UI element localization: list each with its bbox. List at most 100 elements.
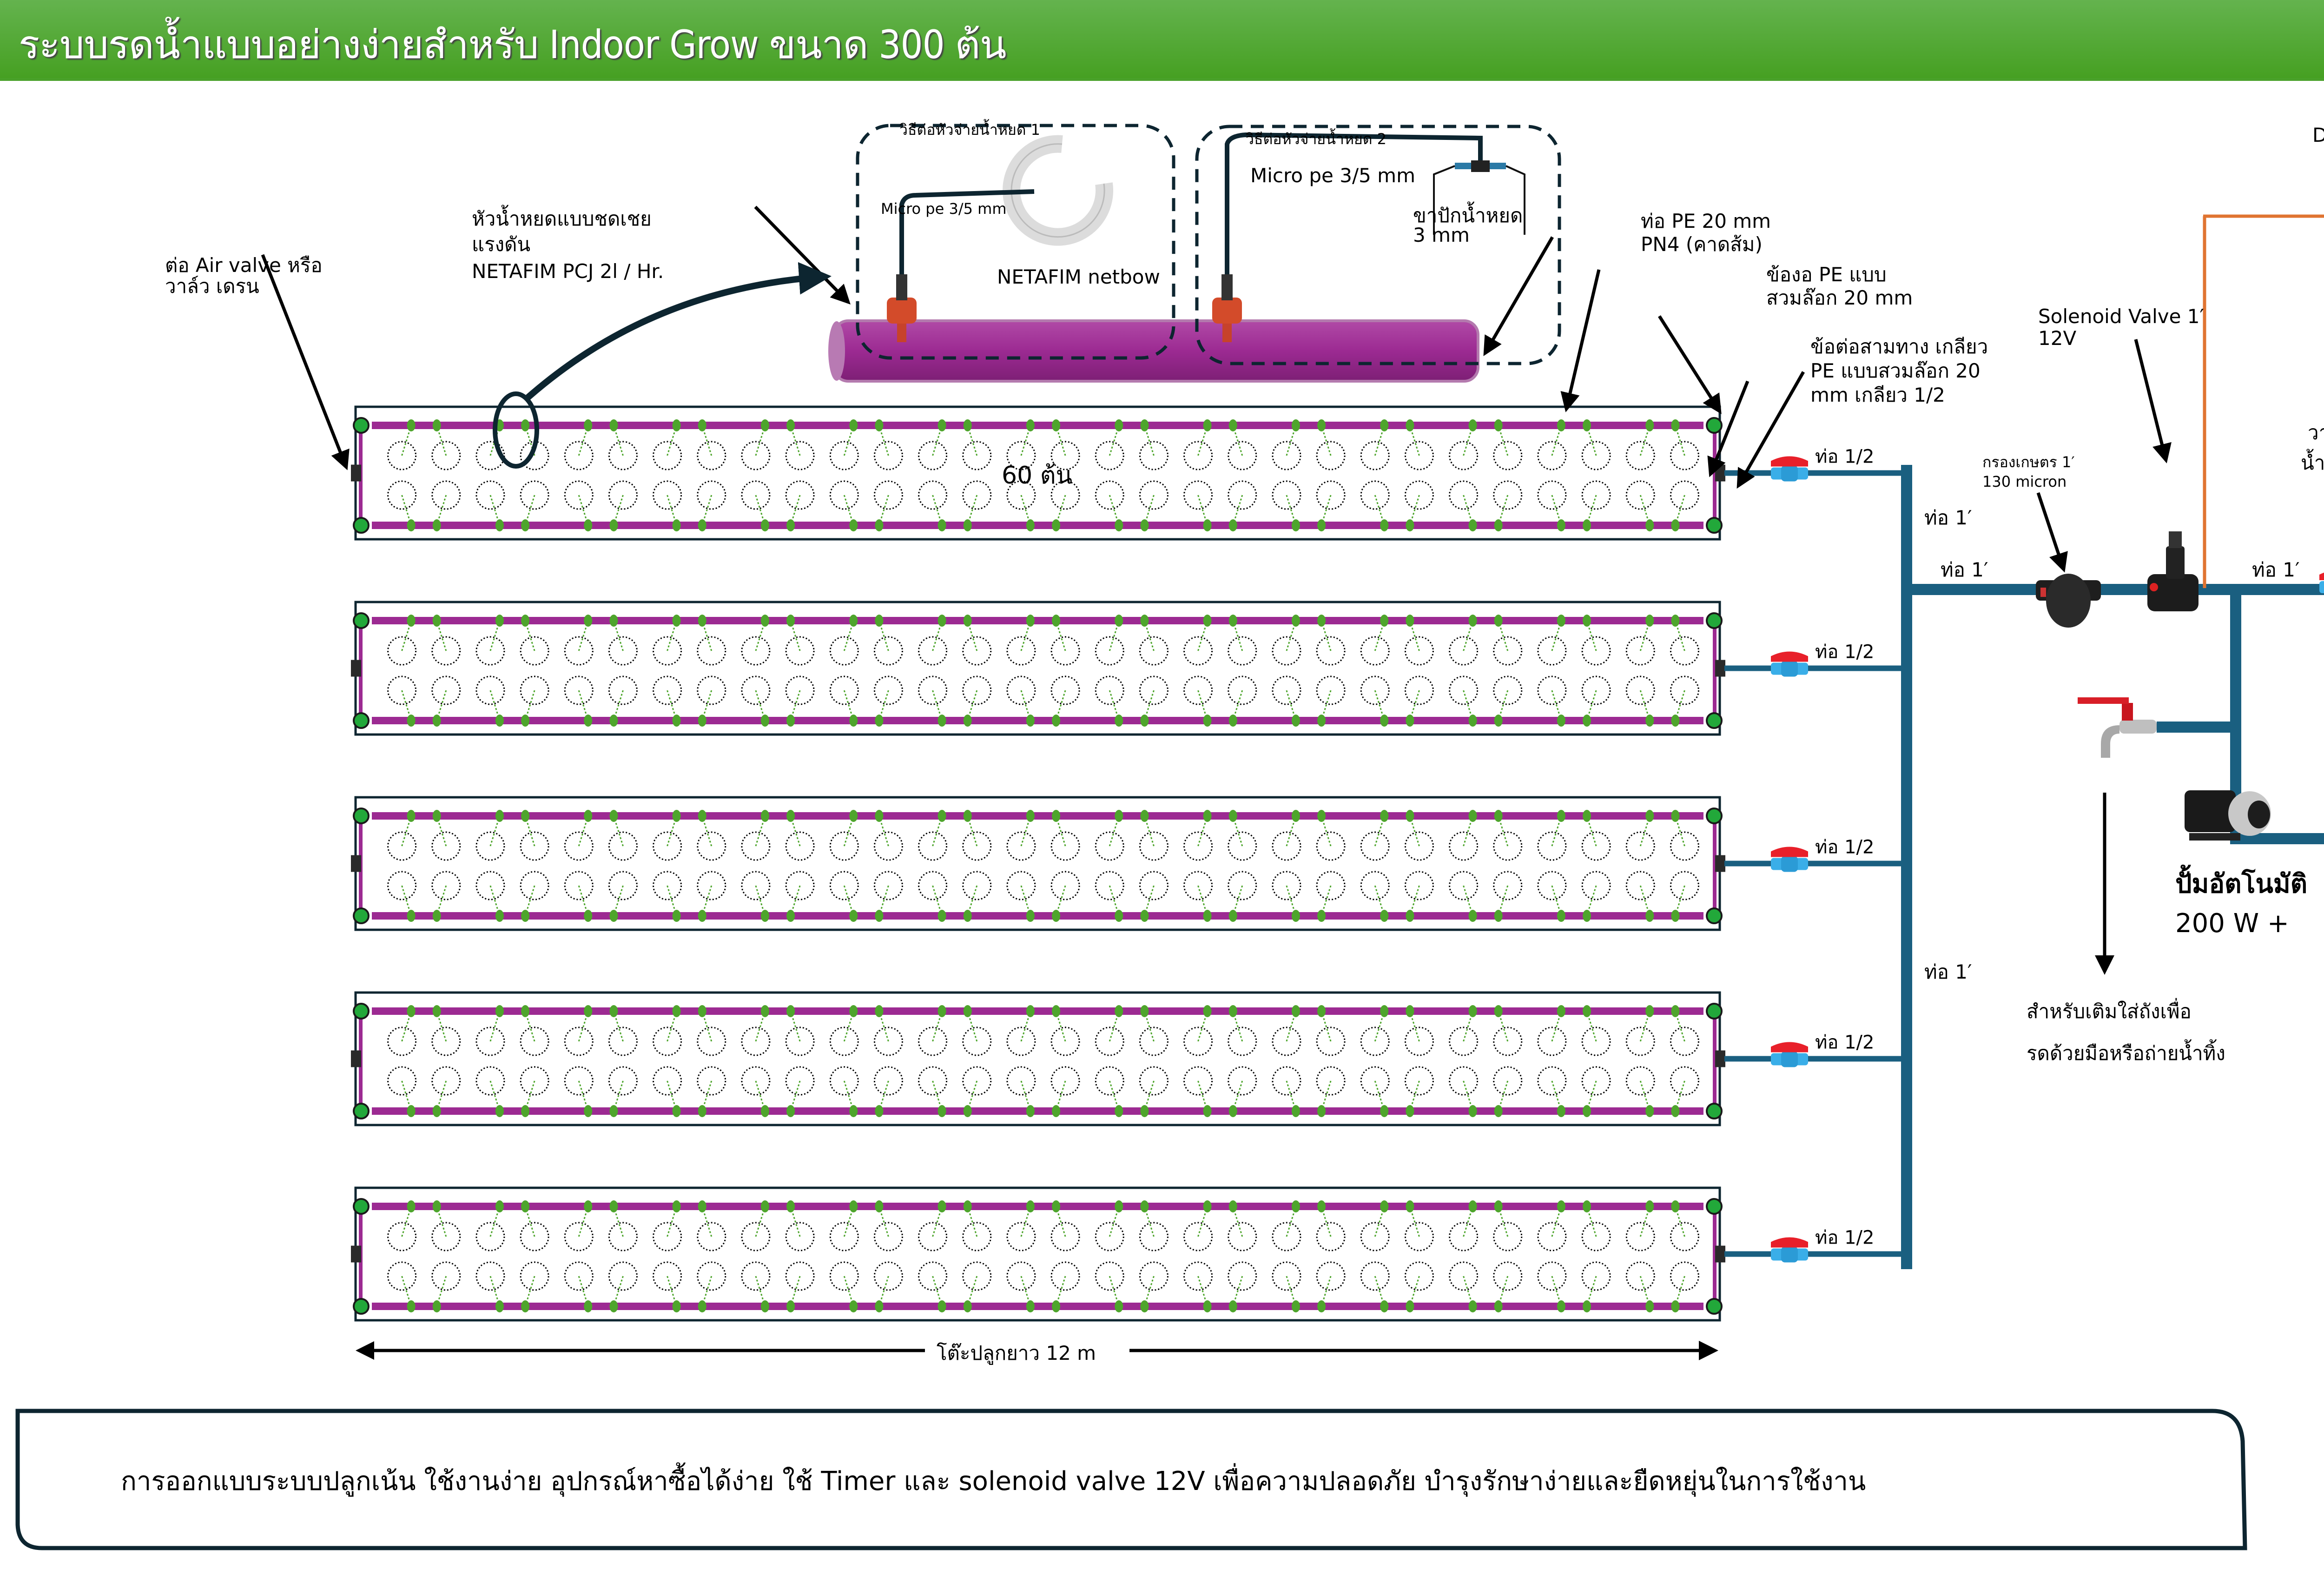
plant-pot [1095, 871, 1124, 900]
branch-ball-valve[interactable] [1771, 651, 1808, 677]
plant-pot [653, 1066, 682, 1096]
dripper-emitter [1317, 715, 1326, 727]
drip-line-top [372, 1203, 1703, 1210]
dripper-emitter [760, 615, 769, 627]
dripper-emitter [1026, 910, 1035, 922]
branch-ball-valve[interactable] [1771, 1237, 1808, 1263]
dripper-emitter [1406, 1300, 1414, 1312]
dripper-emitter [1671, 419, 1680, 431]
plant-pot [1050, 1222, 1080, 1251]
dripper-emitter [1494, 1105, 1503, 1117]
plant-pot [564, 831, 594, 861]
dripper-emitter [1380, 715, 1389, 727]
plant-pot [1360, 441, 1390, 470]
dripper-emitter [1291, 519, 1300, 531]
plant-pot [697, 1261, 726, 1291]
dripper-emitter [1026, 1005, 1035, 1017]
dripper-emitter [1026, 1200, 1035, 1212]
drip-line-top [372, 1007, 1703, 1015]
disc-filter-icon[interactable] [2036, 574, 2101, 628]
circulate-ball-valve[interactable] [2319, 570, 2324, 595]
plant-pot [564, 1222, 594, 1251]
dripper-emitter [1317, 519, 1326, 531]
dripper-emitter [1380, 1105, 1389, 1117]
pe-tee-fitting [351, 464, 361, 482]
plant-pot [520, 871, 549, 900]
dripper-emitter [495, 615, 504, 627]
dripper-emitter [432, 519, 441, 531]
solenoid-valve-icon[interactable] [2147, 531, 2199, 611]
auto-pump-icon[interactable] [2185, 790, 2271, 841]
plant-pot [1006, 1261, 1036, 1291]
dripper-emitter [786, 615, 795, 627]
plant-pot [785, 636, 815, 666]
dripper-emitter [698, 519, 706, 531]
dripper-emitter [1052, 615, 1061, 627]
dripper-emitter [1583, 810, 1591, 822]
plant-pot [1316, 831, 1346, 861]
plant-pot [1449, 480, 1479, 510]
plant-pot [653, 636, 682, 666]
dripper-emitter [584, 1200, 593, 1212]
branch-ball-valve[interactable] [1771, 847, 1808, 872]
dripper-emitter [1645, 1300, 1654, 1312]
dripper-emitter [1291, 1300, 1300, 1312]
plant-pot [1581, 480, 1611, 510]
plant-pot [1139, 1222, 1169, 1251]
branch-ball-valve[interactable] [1771, 456, 1808, 482]
plant-pot [1404, 831, 1434, 861]
dripper-emitter [521, 715, 530, 727]
plant-pot [1139, 831, 1169, 861]
drip-line-bottom [372, 1303, 1703, 1310]
plant-pot [431, 1222, 461, 1251]
plant-pot [1228, 1261, 1257, 1291]
dripper-emitter [407, 615, 416, 627]
dripper-emitter [672, 1300, 681, 1312]
plant-pot [1228, 1066, 1257, 1096]
dripper-emitter [1140, 715, 1149, 727]
dripper-emitter [1026, 715, 1035, 727]
dripper-emitter [1052, 910, 1061, 922]
plant-pot [1050, 1066, 1080, 1096]
plant-pot [962, 441, 992, 470]
plant-pot [1183, 1066, 1213, 1096]
dripper-emitter [786, 1200, 795, 1212]
dripper-emitter [1140, 1300, 1149, 1312]
plant-pot [873, 675, 903, 705]
dripper-emitter [407, 519, 416, 531]
plant-pot [1050, 1026, 1080, 1056]
plant-pot [608, 1026, 638, 1056]
dripper-emitter [584, 1005, 593, 1017]
dripper-emitter [1203, 419, 1212, 431]
method1-title: วิธีต่อหัวจ่ายน้ำหยด 1 [899, 119, 1040, 139]
dripper-emitter [938, 910, 946, 922]
dripper-emitter [1115, 1200, 1123, 1212]
dripper-emitter [432, 910, 441, 922]
drip-line-bottom [372, 522, 1703, 529]
plant-pot [653, 1222, 682, 1251]
dripper-emitter [432, 615, 441, 627]
plant-pot [697, 1222, 726, 1251]
drain-tap-icon[interactable] [2078, 697, 2157, 758]
plant-pot [1228, 675, 1257, 705]
plant-pot [873, 871, 903, 900]
plant-pot [1670, 1261, 1699, 1291]
pe-elbow-fitting [1706, 1103, 1723, 1119]
branch-pipe-label: ท่อ 1/2 [1815, 642, 1874, 663]
dripper-emitter [1115, 1105, 1123, 1117]
callout-arrows [261, 205, 2172, 975]
pe-elbow-fitting [353, 712, 370, 729]
plant-pot [520, 1026, 549, 1056]
plant-pot [873, 1066, 903, 1096]
dripper-emitter [1494, 615, 1503, 627]
dripper-emitter [1645, 519, 1654, 531]
plant-pot [918, 1222, 948, 1251]
dripper-emitter [849, 419, 858, 431]
plant-pot [475, 1026, 505, 1056]
plant-pot [873, 831, 903, 861]
pe-tee-label: ข้อต่อสามทาง เกลียว [1810, 335, 1988, 358]
branch-ball-valve[interactable] [1771, 1042, 1808, 1067]
air-valve-label: ต่อ Air valve หรือ [165, 254, 323, 277]
plant-pot [873, 636, 903, 666]
plant-pot [1050, 1261, 1080, 1291]
